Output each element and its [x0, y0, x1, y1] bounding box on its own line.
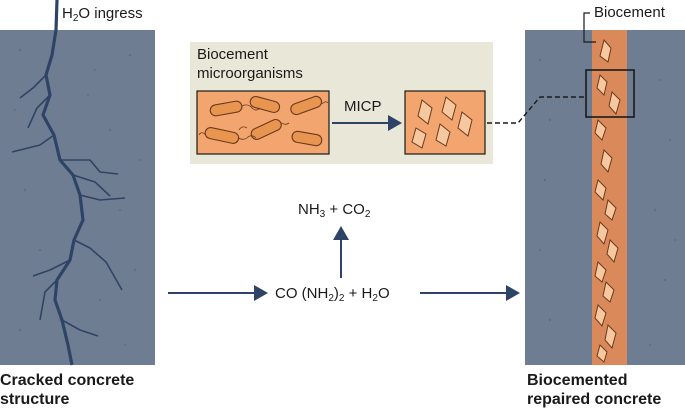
concrete-speckles-right — [538, 58, 676, 346]
cracked-concrete-block — [0, 0, 155, 366]
microorganisms-label-line2: microorganisms — [197, 65, 303, 82]
inset-highlight-box — [585, 69, 635, 118]
left-caption-line2: structure — [0, 391, 70, 408]
crack-branches — [11, 74, 126, 337]
inset-crystals — [411, 96, 473, 149]
inset-connector — [487, 96, 584, 124]
reaction-reactants-label: CO (NH2)2 + H2O — [275, 285, 390, 304]
biocement-callout-bracket — [583, 12, 596, 43]
micp-label: MICP — [344, 98, 382, 115]
bacteria-flagella — [198, 101, 329, 140]
biocement-callout-label: Biocement — [594, 4, 665, 21]
microorganisms-label-line1: Biocement — [197, 46, 268, 63]
right-caption-line1: Biocemented — [527, 372, 628, 389]
repaired-concrete-block — [525, 12, 685, 365]
main-crack — [41, 0, 85, 366]
micp-inset-panel — [190, 42, 493, 164]
biocement-crystals — [594, 38, 621, 363]
concrete-speckles-left — [14, 48, 141, 346]
right-caption-line2: repaired concrete — [527, 391, 662, 408]
left-caption-line1: Cracked concrete — [0, 372, 135, 389]
water-ingress-label: H2O ingress — [62, 5, 143, 24]
reaction-products-label: NH3 + CO2 — [298, 201, 371, 220]
